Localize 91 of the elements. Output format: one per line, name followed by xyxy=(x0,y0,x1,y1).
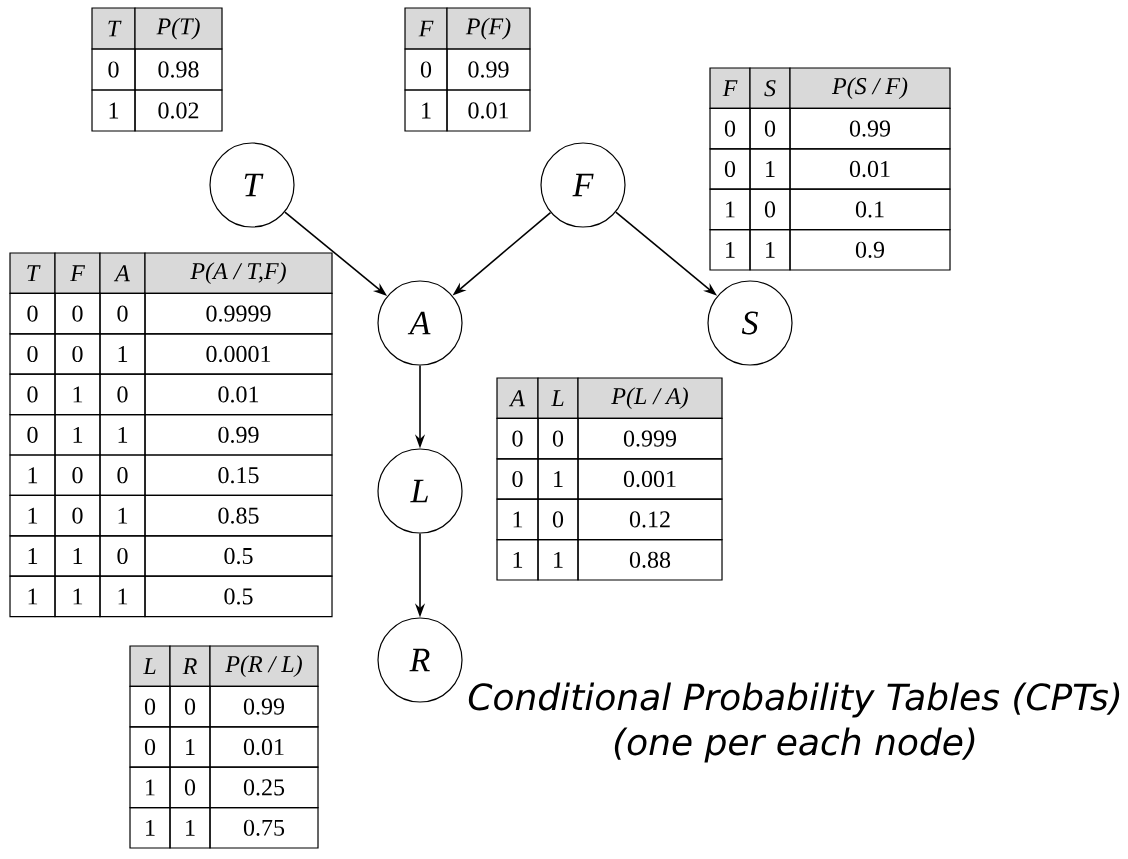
table-cell: 1 xyxy=(9,575,56,618)
table-cell: 0 xyxy=(54,292,101,335)
table-cell: 0 xyxy=(54,454,101,496)
table-header-cell: F xyxy=(404,7,448,50)
table-cell: 0 xyxy=(749,188,791,231)
table-cell: 1 xyxy=(9,454,56,496)
table-cell: 0.5 xyxy=(144,575,333,618)
table-cell: 0 xyxy=(99,454,146,496)
table-cell: 1 xyxy=(496,498,539,541)
table-cell: 1 xyxy=(537,458,579,500)
table-cell: 0.001 xyxy=(577,458,723,500)
table-cell: 0.75 xyxy=(209,807,319,849)
table-cell: 1 xyxy=(129,766,171,809)
table-cell: 0 xyxy=(54,494,101,537)
table-cell: 0.5 xyxy=(144,535,333,577)
table-cell: 1 xyxy=(54,575,101,618)
table-cell: 0.01 xyxy=(209,726,319,768)
table-header-cell: T xyxy=(9,252,56,294)
table-cell: 0 xyxy=(537,417,579,460)
table-header-cell: T xyxy=(91,7,136,50)
table-cell: 0.88 xyxy=(577,539,723,581)
table-cell: 0.01 xyxy=(446,89,531,132)
table-cell: 0 xyxy=(9,373,56,416)
table-cell: 0 xyxy=(99,373,146,416)
table-cell: 0 xyxy=(709,148,751,190)
table-cell: 0.25 xyxy=(209,766,319,809)
table-cell: 0 xyxy=(9,333,56,375)
table-cell: 0 xyxy=(9,292,56,335)
table-header-cell: L xyxy=(129,645,171,687)
table-cell: 0.12 xyxy=(577,498,723,541)
table-cell: 1 xyxy=(54,373,101,416)
table-cell: 0.98 xyxy=(134,48,223,91)
table-cell: 0.85 xyxy=(144,494,333,537)
table-cell: 0.99 xyxy=(209,685,319,728)
table-cell: 0.9 xyxy=(789,229,951,271)
caption-text: (one per each node) xyxy=(614,727,975,763)
table-cell: 0.0001 xyxy=(144,333,333,375)
table-cell: 0 xyxy=(99,292,146,335)
table-cell: 1 xyxy=(99,575,146,618)
table-cell: 0.1 xyxy=(789,188,951,231)
table-cell: 1 xyxy=(9,535,56,577)
table-cell: 1 xyxy=(537,539,579,581)
table-cell: 0 xyxy=(129,726,171,768)
table-cell: 1 xyxy=(91,89,136,132)
table-cell: 0.01 xyxy=(789,148,951,190)
table-cell: 0 xyxy=(749,107,791,150)
table-cell: 0 xyxy=(99,535,146,577)
table-cell: 1 xyxy=(54,535,101,577)
table-cell: 0 xyxy=(404,48,448,91)
table-cell: 0 xyxy=(496,417,539,460)
table-cell: 1 xyxy=(169,807,211,849)
table-cell: 0 xyxy=(91,48,136,91)
table-cell: 0 xyxy=(9,414,56,456)
table-cell: 0.999 xyxy=(577,417,723,460)
table-header-cell: F xyxy=(709,67,751,109)
table-cell: 1 xyxy=(99,333,146,375)
table-cell: 1 xyxy=(99,494,146,537)
table-cell: 0 xyxy=(496,458,539,500)
table-cell: 1 xyxy=(749,229,791,271)
table-cell: 0.02 xyxy=(134,89,223,132)
table-cell: 1 xyxy=(54,414,101,456)
table-cell: 0 xyxy=(169,685,211,728)
table-cell: 0.15 xyxy=(144,454,333,496)
table-header-cell: P(F) xyxy=(446,7,531,50)
table-cell: 1 xyxy=(9,494,56,537)
table-cell: 0 xyxy=(537,498,579,541)
table-header-cell: A xyxy=(496,377,539,419)
table-cell: 0 xyxy=(129,685,171,728)
table-cell: 1 xyxy=(129,807,171,849)
table-cell: 1 xyxy=(169,726,211,768)
table-cell: 1 xyxy=(496,539,539,581)
table-header-cell: A xyxy=(99,252,146,294)
caption-text: Conditional Probability Tables (CPTs) xyxy=(468,682,1120,718)
table-cell: 0 xyxy=(54,333,101,375)
table-header-cell: L xyxy=(537,377,579,419)
table-header-cell: P(T) xyxy=(134,7,223,50)
table-cell: 0.01 xyxy=(144,373,333,416)
table-cell: 0.99 xyxy=(144,414,333,456)
table-cell: 1 xyxy=(99,414,146,456)
table-cell: 1 xyxy=(709,229,751,271)
table-cell: 0 xyxy=(709,107,751,150)
table-cell: 1 xyxy=(404,89,448,132)
table-cell: 0.99 xyxy=(446,48,531,91)
table-cell: 0 xyxy=(169,766,211,809)
table-header-cell: R xyxy=(169,645,211,687)
table-cell: 1 xyxy=(749,148,791,190)
table-header-cell: F xyxy=(54,252,101,294)
table-cell: 0.9999 xyxy=(144,292,333,335)
table-cell: 1 xyxy=(709,188,751,231)
table-header-cell: S xyxy=(749,67,791,109)
table-cell: 0.99 xyxy=(789,107,951,150)
